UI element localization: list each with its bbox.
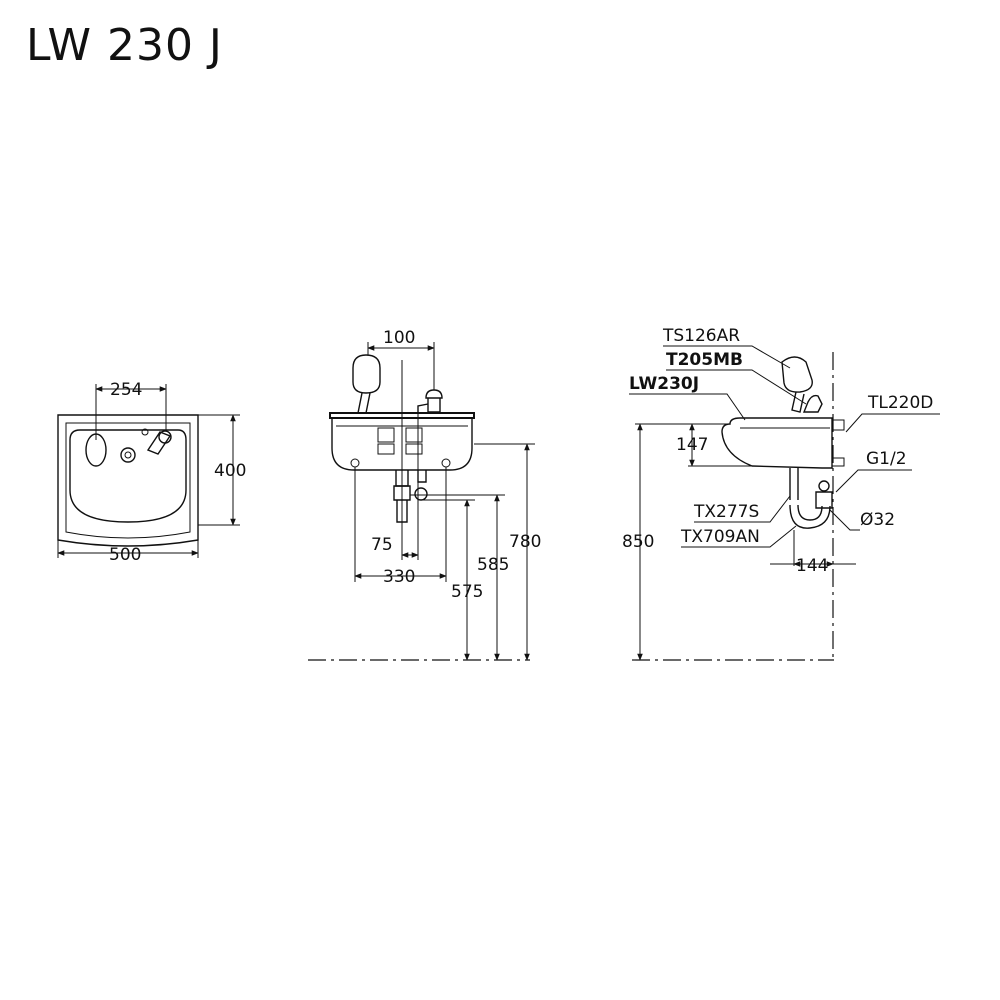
basin-rim-top	[65, 422, 191, 539]
top-view: 254 400 500	[57, 380, 246, 565]
model-title: LW 230 J	[26, 20, 223, 71]
label-ts126ar: TS126AR	[662, 326, 740, 346]
dim-75: 75	[371, 535, 393, 555]
dim-575: 575	[451, 582, 483, 602]
label-lw230j: LW230J	[629, 374, 699, 394]
soap-dispenser-side	[781, 356, 813, 393]
basin-rim-front	[329, 412, 475, 419]
dim-147: 147	[676, 435, 708, 455]
stop-valve-side	[815, 491, 833, 509]
trap-side	[789, 504, 831, 529]
dim-500: 500	[109, 545, 141, 565]
drain-top	[120, 447, 136, 463]
label-tl220d: TL220D	[867, 393, 933, 413]
dim-850: 850	[622, 532, 654, 552]
dim-254: 254	[110, 380, 142, 400]
soap-dispenser-front	[352, 354, 381, 394]
faucet-side	[802, 394, 823, 413]
side-view: TS126AR T205MB LW230J TL220D G1/2 Ø32 TX…	[622, 326, 940, 661]
faucet-front	[425, 389, 443, 399]
label-t205mb: T205MB	[666, 350, 743, 370]
basin-body-front	[331, 417, 473, 471]
dim-330: 330	[383, 567, 415, 587]
label-tx709an: TX709AN	[680, 527, 760, 547]
dim-400: 400	[214, 461, 246, 481]
basin-outline-top	[57, 414, 199, 547]
faucet-top	[146, 431, 172, 455]
stop-valve-front	[414, 487, 428, 501]
label-tx277s: TX277S	[693, 502, 759, 522]
label-g12: G1/2	[866, 449, 907, 469]
dim-144: 144	[796, 556, 828, 576]
bowl-top	[69, 429, 187, 523]
dim-585: 585	[477, 555, 509, 575]
basin-body-side	[721, 417, 833, 469]
front-view: 100 75 330 575 585 780	[308, 328, 541, 661]
label-d32: Ø32	[860, 510, 895, 530]
dim-780: 780	[509, 532, 541, 552]
dim-100: 100	[383, 328, 415, 348]
